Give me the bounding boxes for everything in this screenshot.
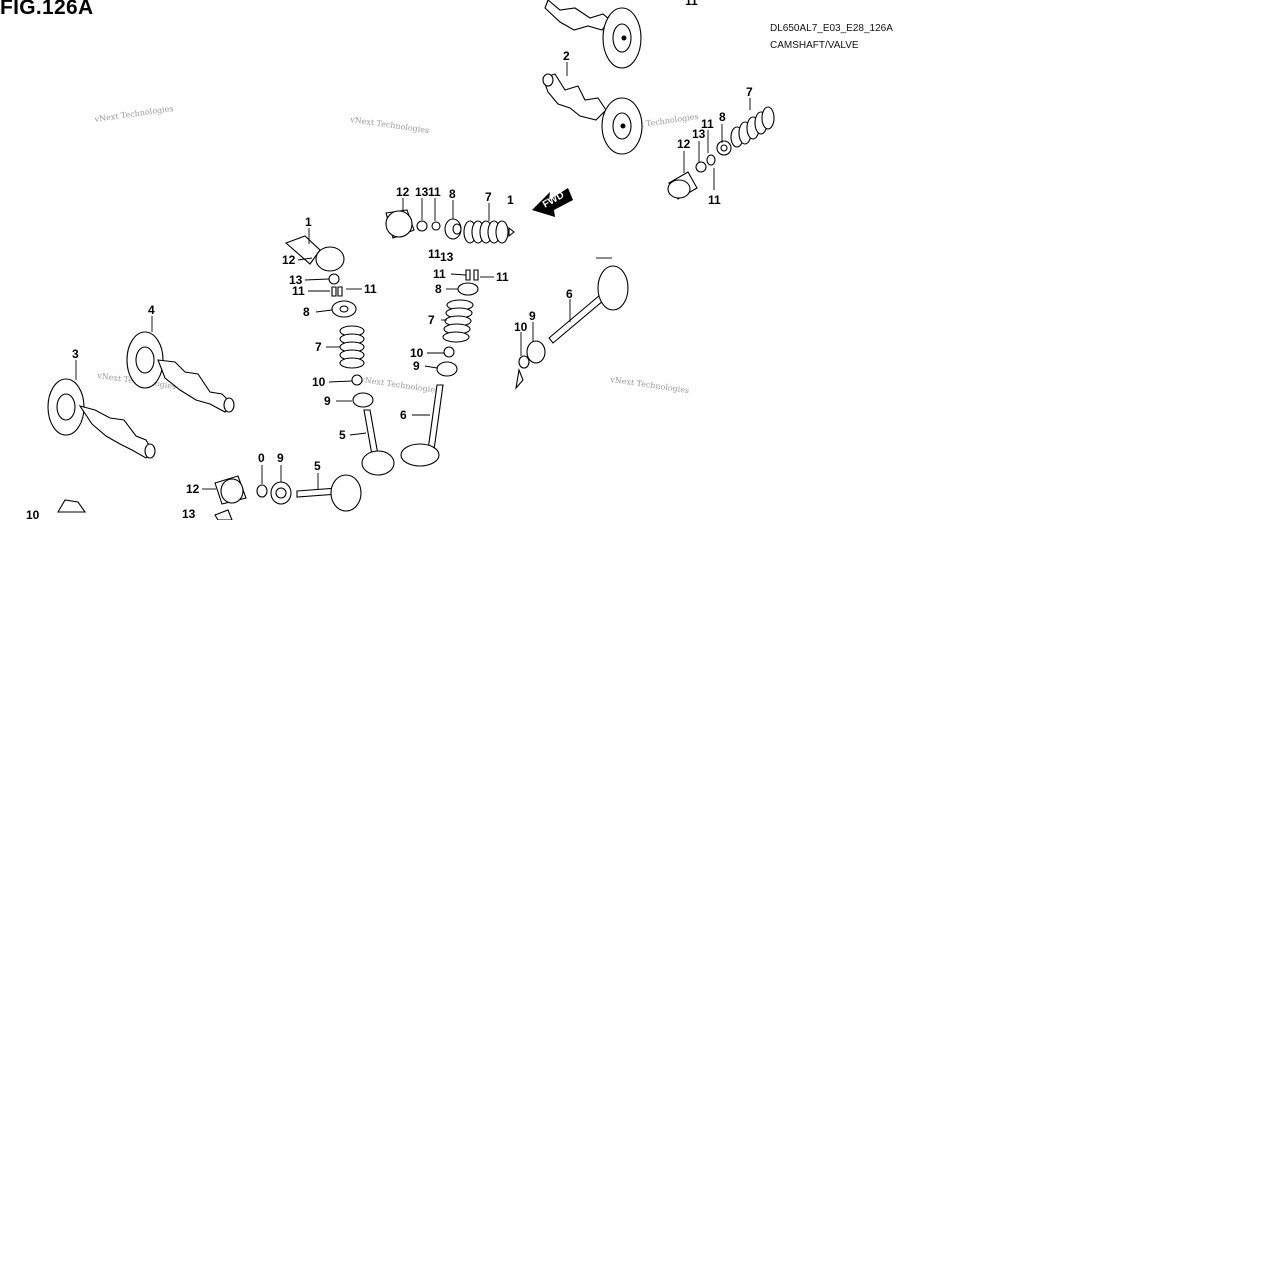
callout-10-bottom: 10 [26,508,40,522]
callout-10-left: 10 [312,375,326,389]
watermark-6: vNext Technologies [609,375,690,395]
callout-3: 3 [72,347,79,361]
callout-10-mid: 10 [410,346,424,360]
callout-12-middle: 12 [396,185,410,199]
valve-column-left [328,273,395,476]
callout-labels: 11 2 7 8 11 13 12 11 12 13 11 8 7 1 11 1… [26,0,753,522]
callout-11-left-b: 11 [364,282,377,296]
valve-column-middle [400,269,479,467]
callout-7-left: 7 [315,340,322,354]
callout-11-mid-b: 11 [496,270,509,284]
callout-13-middle: 13 [415,185,429,199]
callout-4: 4 [148,303,155,317]
camshaft-3 [47,378,156,459]
callout-8-middle: 8 [449,187,456,201]
watermark-2: vNext Technologies [349,115,430,135]
callout-11-middle: 11 [428,185,441,199]
diagram-code: DL650AL7_E03_E28_126A [770,23,893,34]
callout-12-left: 12 [282,253,296,267]
callout-13-bottom: 13 [182,507,196,521]
camshaft-top [544,0,642,69]
callout-6-mid: 6 [400,408,407,422]
callout-9-right: 9 [529,309,536,323]
callout-6-right: 6 [566,287,573,301]
tappet-right [667,171,698,200]
callout-8-left: 8 [303,305,310,319]
callout-11-right-b: 11 [708,193,721,207]
callout-0-bottom: 0 [258,451,265,465]
callout-13-right: 13 [692,127,706,141]
leader-lines [75,62,751,490]
callout-13-left: 13 [289,273,303,287]
callout-2: 2 [563,49,570,63]
callout-1-middle: 1 [507,193,514,207]
callout-8-right: 8 [719,110,726,124]
valve-group-middle-top [385,209,515,244]
valve-group-bottom [57,474,362,520]
camshaft-4 [126,331,235,413]
camshaft-2 [542,73,643,155]
callout-1-left: 1 [305,215,312,229]
callout-11-right-a: 11 [701,117,714,131]
callout-7-right: 7 [746,85,753,99]
watermarks: vNext Technologies vNext Technologies vN… [93,104,699,395]
figure-number: FIG.126A [0,0,94,19]
callout-9-left: 9 [324,394,331,408]
tappet-left-top [284,235,345,272]
callout-11-top: 11 [685,0,698,8]
spring-upper-right [695,106,775,173]
watermark-5: vNext Technologies [359,375,440,395]
callout-5-bottom: 5 [314,459,321,473]
callout-7-mid: 7 [428,313,435,327]
callout-12-right: 12 [677,137,691,151]
callout-10-right: 10 [514,320,528,334]
valve-6-right [515,257,629,390]
callout-9-mid: 9 [413,359,420,373]
callout-8-mid: 8 [435,282,442,296]
watermark-1: vNext Technologies [93,104,174,124]
fwd-arrow: FWD [532,188,573,217]
callout-5-left: 5 [339,428,346,442]
callout-11-left-a: 11 [292,284,305,298]
callout-9-bottom: 9 [277,451,284,465]
diagram-title: CAMSHAFT/VALVE [770,40,859,51]
callout-12-bottom: 12 [186,482,200,496]
callout-13-middle-partial: 13 [440,250,454,264]
callout-7-middle: 7 [485,190,492,204]
callout-11-mid-a: 11 [433,267,446,281]
callout-11-middle-partial: 11 [428,247,441,261]
